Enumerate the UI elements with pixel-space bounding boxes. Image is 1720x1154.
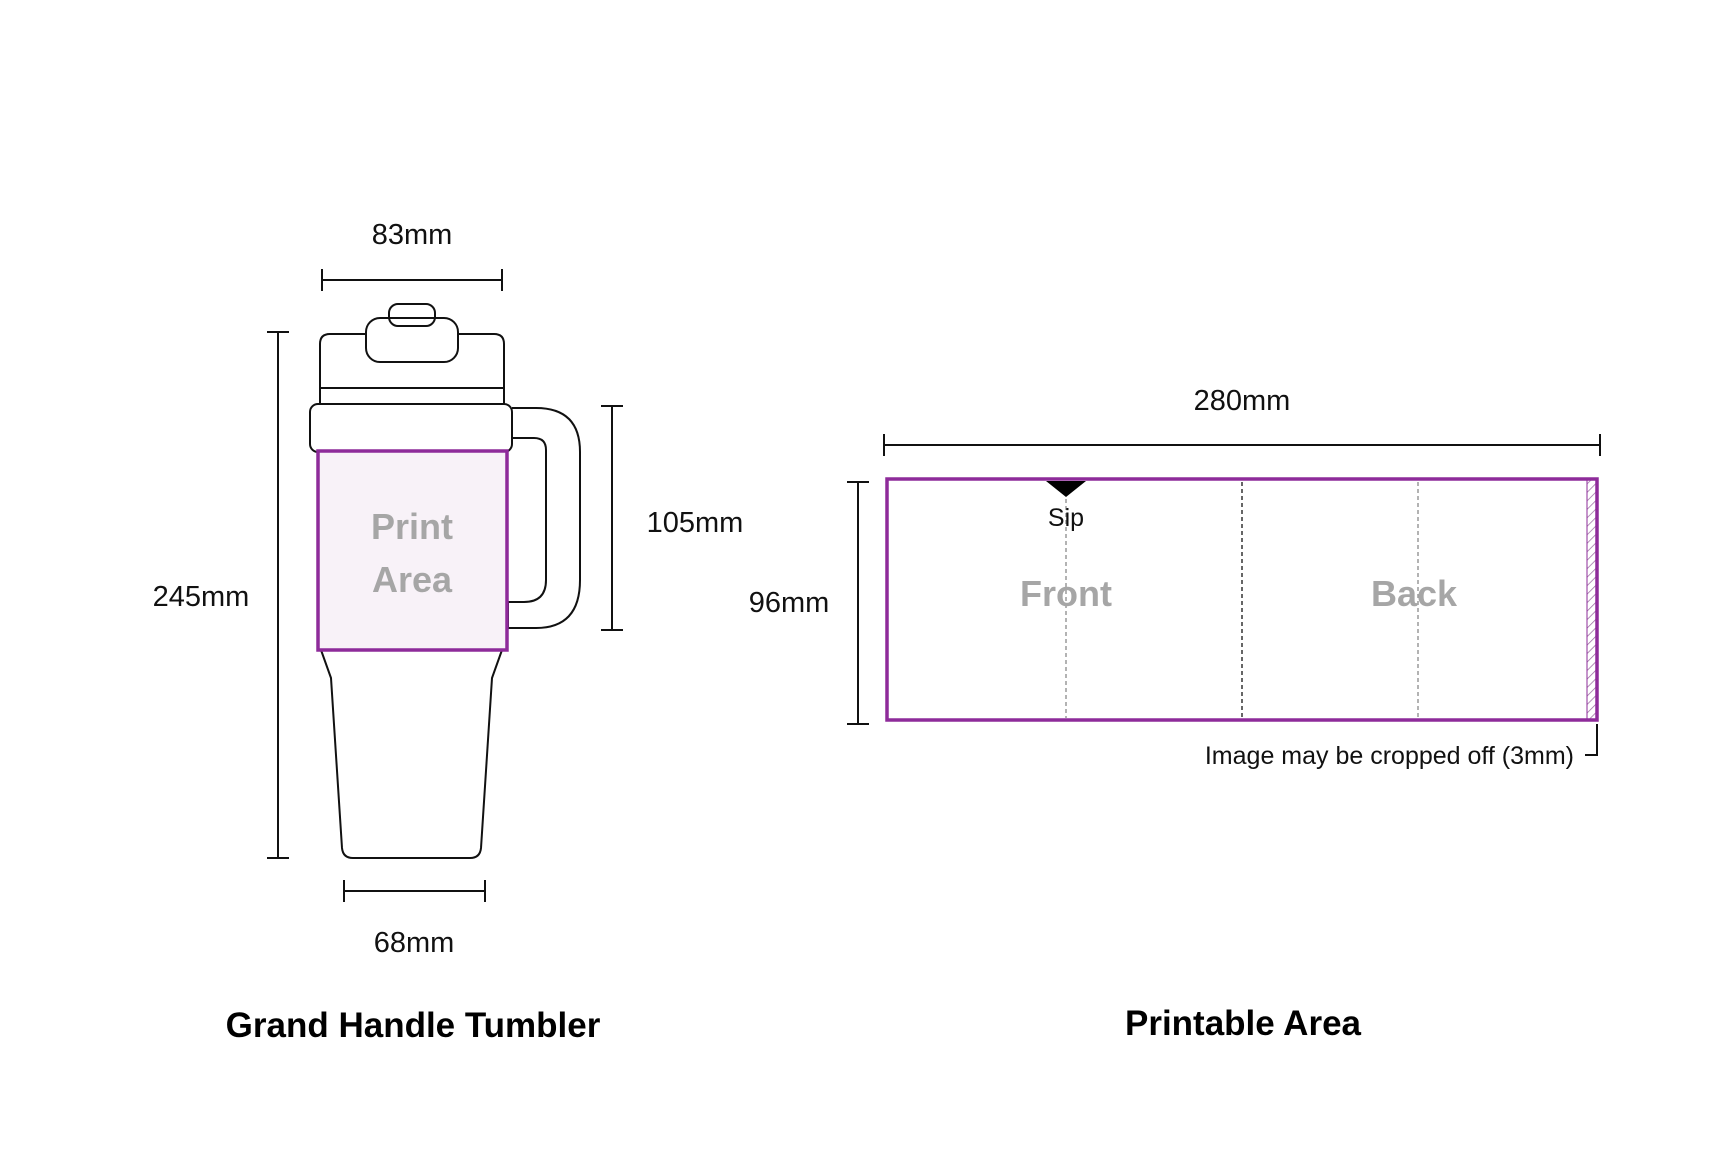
- print-area-label-line2: Area: [372, 559, 453, 600]
- tumbler-caption: Grand Handle Tumbler: [226, 1006, 601, 1045]
- top-width-label: 83mm: [372, 219, 453, 251]
- printable-height-label: 96mm: [749, 587, 830, 619]
- printable-caption: Printable Area: [1125, 1004, 1362, 1043]
- front-label: Front: [1020, 573, 1112, 614]
- sip-marker-icon: [1046, 481, 1086, 497]
- height-dimension: 245mm: [153, 331, 289, 859]
- tumbler-diagram: 83mm 245mm 105mm 68mm: [153, 219, 744, 1045]
- top-width-dimension: 83mm: [321, 219, 503, 291]
- back-label: Back: [1371, 573, 1458, 614]
- tumbler-print-area: Print Area: [316, 449, 509, 652]
- print-height-dimension: 105mm: [601, 405, 744, 631]
- crop-note-leader: [1585, 724, 1598, 756]
- printable-width-dimension: 280mm: [883, 385, 1601, 456]
- bottom-width-dimension: 68mm: [343, 880, 486, 959]
- printable-width-label: 280mm: [1194, 385, 1291, 417]
- printable-height-dimension: 96mm: [749, 481, 869, 725]
- crop-note: Image may be cropped off (3mm): [1205, 742, 1574, 770]
- height-label: 245mm: [153, 581, 250, 613]
- print-height-label: 105mm: [647, 507, 744, 539]
- bottom-width-label: 68mm: [374, 927, 455, 959]
- printable-rect: [885, 477, 1599, 722]
- printable-area-diagram: 280mm 96mm Sip Front Back Image may be c…: [749, 385, 1601, 1043]
- sip-label: Sip: [1048, 504, 1084, 532]
- print-area-label-line1: Print: [371, 506, 453, 547]
